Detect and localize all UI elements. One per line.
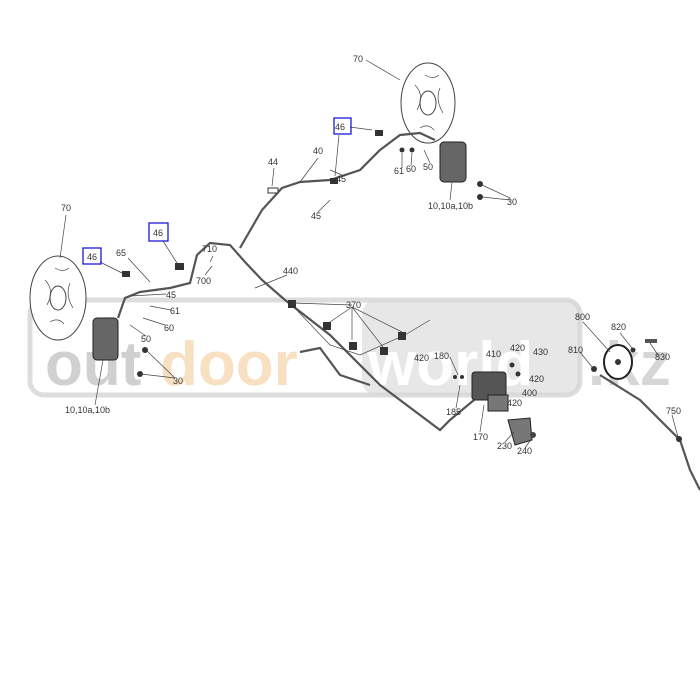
callout-750[interactable]: 750 xyxy=(666,406,681,416)
callout-46[interactable]: 46 xyxy=(335,122,345,132)
callout-46[interactable]: 46 xyxy=(153,228,163,238)
callout-10-10a-10b[interactable]: 10,10a,10b xyxy=(428,201,473,211)
callout-180[interactable]: 180 xyxy=(434,351,449,361)
callout-820[interactable]: 820 xyxy=(611,322,626,332)
callout-50[interactable]: 50 xyxy=(423,162,433,172)
callout-45[interactable]: 45 xyxy=(166,290,176,300)
callout-420[interactable]: 420 xyxy=(529,374,544,384)
callout-45[interactable]: 45 xyxy=(311,211,321,221)
callout-370[interactable]: 370 xyxy=(346,300,361,310)
callout-61[interactable]: 61 xyxy=(394,166,404,176)
callout-185[interactable]: 185 xyxy=(446,407,461,417)
highlight-box xyxy=(333,117,352,135)
caliper-right-icon xyxy=(439,141,467,183)
callout-40[interactable]: 40 xyxy=(313,146,323,156)
callout-710[interactable]: 710 xyxy=(202,244,217,254)
pedal-disc-icon xyxy=(591,339,682,442)
callout-30[interactable]: 30 xyxy=(507,197,517,207)
callout-830[interactable]: 830 xyxy=(655,352,670,362)
callout-430[interactable]: 430 xyxy=(533,347,548,357)
callout-420[interactable]: 420 xyxy=(507,398,522,408)
callout-65[interactable]: 65 xyxy=(116,248,126,258)
callout-420[interactable]: 420 xyxy=(510,343,525,353)
watermark-world: world xyxy=(367,330,533,399)
callout-230[interactable]: 230 xyxy=(497,441,512,451)
callout-70[interactable]: 70 xyxy=(61,203,71,213)
callout-800[interactable]: 800 xyxy=(575,312,590,322)
callout-46[interactable]: 46 xyxy=(87,252,97,262)
rotor-left-icon xyxy=(29,255,87,341)
callout-170[interactable]: 170 xyxy=(473,432,488,442)
callout-50[interactable]: 50 xyxy=(141,334,151,344)
callout-700[interactable]: 700 xyxy=(196,276,211,286)
callout-10-10a-10b[interactable]: 10,10a,10b xyxy=(65,405,110,415)
highlight-box xyxy=(82,247,102,265)
callout-45[interactable]: 45 xyxy=(336,174,346,184)
master-cylinder-icon xyxy=(471,371,536,446)
callout-420[interactable]: 420 xyxy=(414,353,429,363)
callout-60[interactable]: 60 xyxy=(164,323,174,333)
callout-400[interactable]: 400 xyxy=(522,388,537,398)
watermark-door: door xyxy=(160,330,298,399)
callout-410[interactable]: 410 xyxy=(486,349,501,359)
rotor-right-icon xyxy=(400,62,456,144)
small-parts xyxy=(122,130,521,379)
highlight-box xyxy=(148,222,169,242)
callout-44[interactable]: 44 xyxy=(268,157,278,167)
callout-240[interactable]: 240 xyxy=(517,446,532,456)
leader-lines xyxy=(59,59,679,449)
caliper-left-icon xyxy=(92,317,119,361)
callout-70[interactable]: 70 xyxy=(353,54,363,64)
callout-440[interactable]: 440 xyxy=(283,266,298,276)
callout-810[interactable]: 810 xyxy=(568,345,583,355)
callout-61[interactable]: 61 xyxy=(170,306,180,316)
callout-labels[interactable]: 70 46 40 44 45 45 61 60 50 10,10a,10b 30… xyxy=(61,54,681,456)
callout-30[interactable]: 30 xyxy=(173,376,183,386)
callout-60[interactable]: 60 xyxy=(406,164,416,174)
